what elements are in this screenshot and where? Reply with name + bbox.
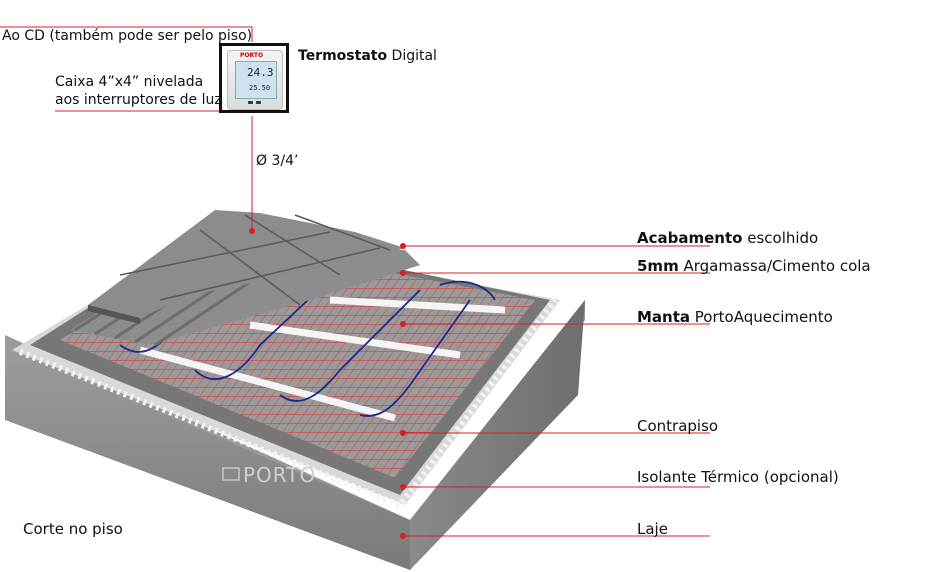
label-acabamento-rest: escolhido xyxy=(742,229,819,247)
thermostat-screen: 24.3 25.50 xyxy=(235,61,277,99)
thermostat-device: PORTO 24.3 25.50 xyxy=(227,50,283,110)
label-laje: Laje xyxy=(637,520,668,538)
label-argamassa: 5mm Argamassa/Cimento cola xyxy=(637,257,871,275)
label-caixa-line1: Caixa 4”x4” nivelada xyxy=(55,74,204,90)
label-diametro: Ø 3/4’ xyxy=(256,153,299,169)
label-termostato-bold: Termostato xyxy=(298,48,388,64)
label-termostato: Termostato Digital xyxy=(298,47,437,65)
label-acabamento: Acabamento escolhido xyxy=(637,229,818,247)
label-manta-bold: Manta xyxy=(637,308,691,326)
label-caixa-line2: aos interruptores de luz xyxy=(55,92,222,108)
thermostat-temp-main: 24.3 xyxy=(247,66,274,79)
label-manta: Manta PortoAquecimento xyxy=(637,308,833,326)
label-termostato-rest: Digital xyxy=(387,48,437,64)
porto-logo-text: PORTO xyxy=(243,463,317,487)
thermostat-button-right xyxy=(256,101,261,104)
thermostat-button-left xyxy=(248,101,253,104)
label-argamassa-rest: Argamassa/Cimento cola xyxy=(678,257,871,275)
label-corte-no-piso: Corte no piso xyxy=(23,520,123,538)
label-argamassa-bold: 5mm xyxy=(637,257,679,275)
leader-dots xyxy=(249,228,406,539)
label-manta-rest: PortoAquecimento xyxy=(690,308,833,326)
thermostat-image: PORTO 24.3 25.50 xyxy=(219,43,289,113)
label-acabamento-bold: Acabamento xyxy=(637,229,743,247)
label-contrapiso: Contrapiso xyxy=(637,417,719,435)
label-isolante: Isolante Térmico (opcional) xyxy=(637,468,839,486)
thermostat-temp-set: 25.50 xyxy=(249,84,271,92)
acabamento-tiles xyxy=(88,210,405,324)
thermostat-brand: PORTO xyxy=(240,52,264,59)
leader-lines xyxy=(0,26,710,537)
label-ao-cd: Ao CD (também pode ser pelo piso) xyxy=(2,28,253,44)
laje-slab xyxy=(5,300,585,570)
porto-logo-mark xyxy=(222,467,240,481)
